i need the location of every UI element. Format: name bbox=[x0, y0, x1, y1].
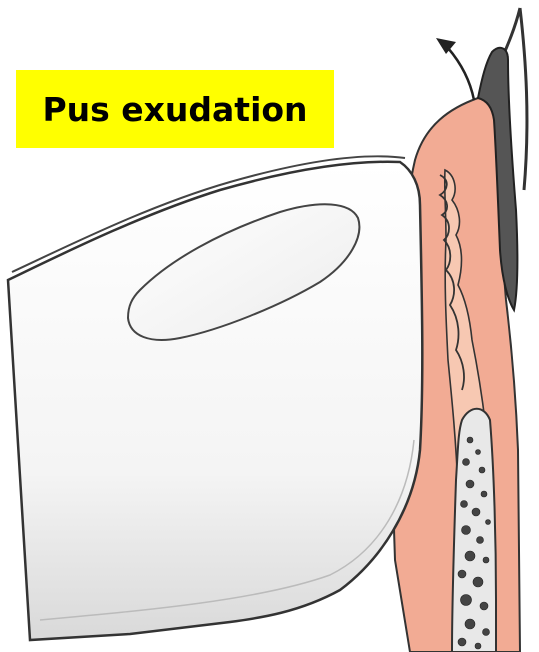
pus-exudation-label: Pus exudation bbox=[16, 70, 334, 148]
arrow-up-left-icon bbox=[436, 38, 474, 100]
finger bbox=[8, 162, 422, 640]
alveolar-bone bbox=[452, 409, 496, 652]
label-text: Pus exudation bbox=[42, 90, 307, 129]
